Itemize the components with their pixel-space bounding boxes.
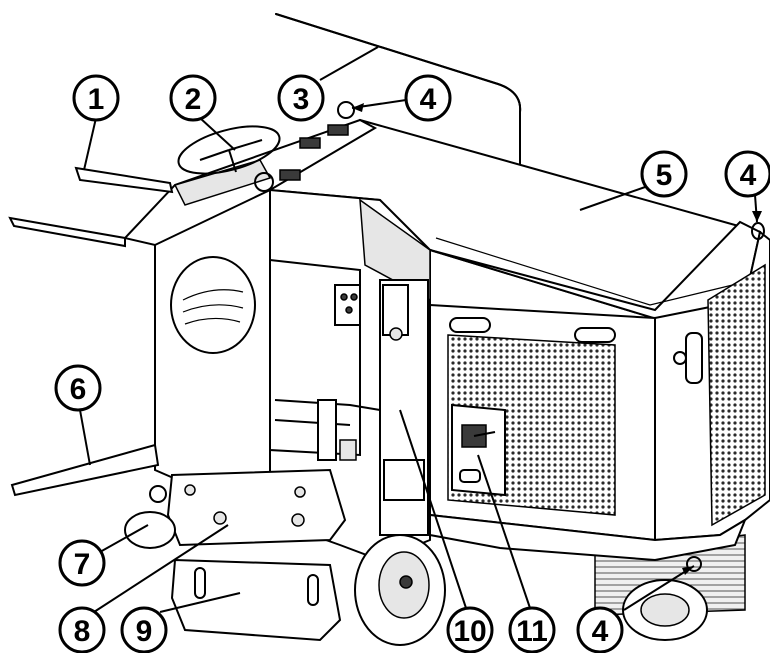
svg-text:11: 11 <box>516 615 548 648</box>
callout-4-right: 4 <box>724 150 770 198</box>
left-handle-upper <box>74 166 174 194</box>
callout-4-top: 4 <box>404 74 452 122</box>
callout-9: 9 <box>120 606 168 653</box>
callout-11: 11 <box>508 606 556 653</box>
lower-blade-guard <box>170 558 342 642</box>
svg-text:6: 6 <box>70 373 87 406</box>
svg-text:3: 3 <box>293 83 310 116</box>
svg-text:1: 1 <box>88 83 105 116</box>
callout-10: 10 <box>446 606 494 653</box>
depth-wheel <box>124 511 176 549</box>
callout-6: 6 <box>54 364 102 412</box>
left-handle-lower <box>8 216 126 248</box>
svg-text:8: 8 <box>74 615 91 648</box>
leader-lines <box>79 46 762 613</box>
callout-2: 2 <box>169 74 217 122</box>
svg-text:2: 2 <box>185 83 202 116</box>
blade-guard <box>166 468 347 547</box>
svg-text:4: 4 <box>592 615 609 648</box>
callout-7: 7 <box>58 539 106 587</box>
callout-badges: 1 2 3 4 4 5 6 7 <box>54 74 770 653</box>
side-vent <box>707 263 766 527</box>
svg-text:7: 7 <box>74 548 91 581</box>
callout-8: 8 <box>58 606 106 653</box>
callout-5: 5 <box>640 150 688 198</box>
svg-text:9: 9 <box>136 615 153 648</box>
callout-4-bottom: 4 <box>576 606 624 653</box>
svg-text:10: 10 <box>453 615 486 648</box>
left-side-panel <box>154 188 271 522</box>
svg-text:5: 5 <box>656 159 673 192</box>
callout-1: 1 <box>72 74 120 122</box>
machine-drawing <box>8 13 770 646</box>
lifting-eye-right <box>751 222 765 240</box>
svg-text:4: 4 <box>740 159 757 192</box>
svg-text:4: 4 <box>420 83 437 116</box>
lifting-eye-top <box>337 101 355 119</box>
lifting-eye-bottom <box>686 556 702 572</box>
callout-3: 3 <box>277 74 325 122</box>
foot-plate <box>10 443 160 497</box>
